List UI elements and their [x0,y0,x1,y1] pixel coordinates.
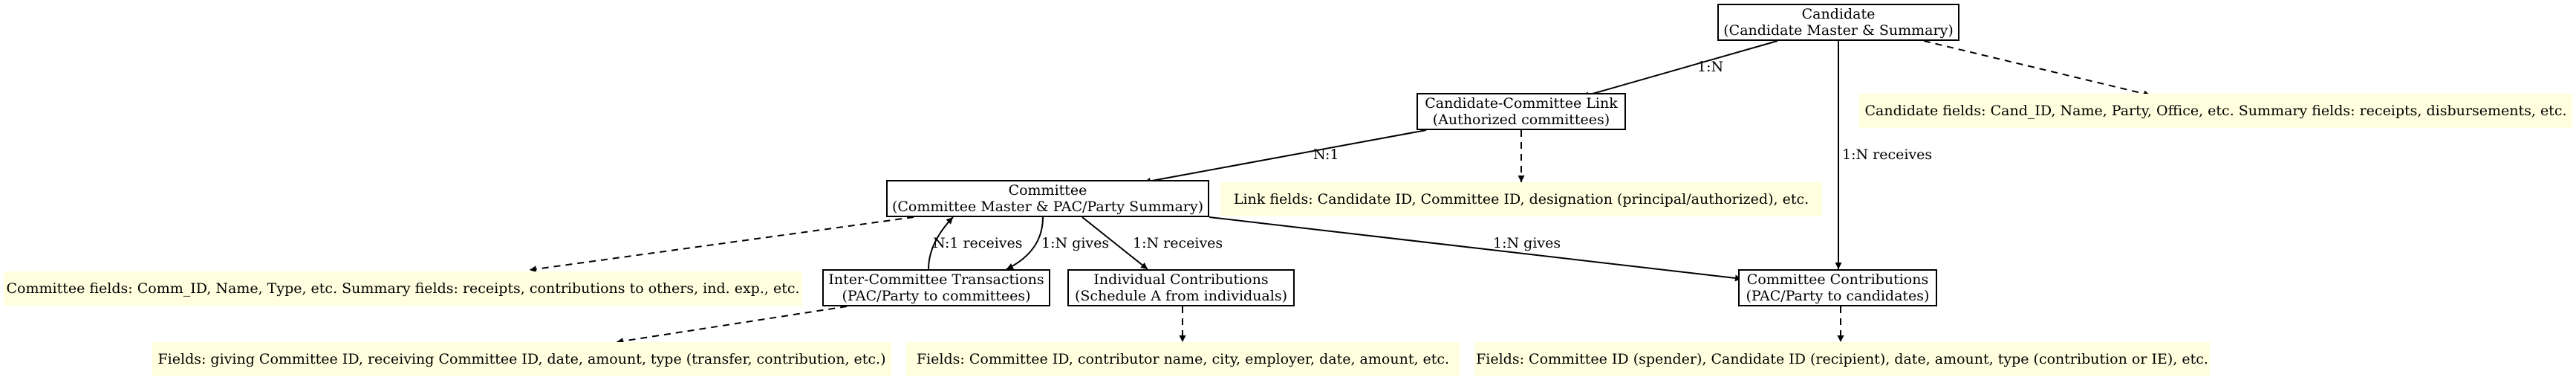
edge-label-link-committee: N:1 [1313,147,1339,163]
node-subtitle: (Schedule A from individuals) [1074,288,1287,304]
edge-label-cand-contrib: 1:N receives [1842,147,1933,163]
node-subtitle: (Candidate Master & Summary) [1723,22,1954,39]
node-subtitle: (Authorized committees) [1432,112,1610,128]
node-individual-contributions: Individual Contributions (Schedule A fro… [1067,269,1295,306]
node-subtitle: (Committee Master & PAC/Party Summary) [891,199,1204,215]
edge-label-comm-contrib: 1:N gives [1493,235,1561,251]
note-contrib-fields: Fields: Committee ID (spender), Candidat… [1474,342,2210,376]
edge-label-inter-comm: N:1 receives [933,235,1023,251]
edge-candidate-link [1581,40,1778,98]
edge-label-comm-individual: 1:N receives [1133,235,1223,251]
edge-committee-note [529,216,914,273]
node-title: Inter-Committee Transactions [828,271,1044,288]
node-inter-committee-transactions: Inter-Committee Transactions (PAC/Party … [822,269,1050,306]
node-candidate-committee-link: Candidate-Committee Link (Authorized com… [1417,93,1626,130]
note-committee-fields: Committee fields: Comm_ID, Name, Type, e… [4,271,802,306]
edge-candidate-note [1923,40,2151,97]
node-title: Candidate-Committee Link [1425,95,1618,112]
note-link-fields: Link fields: Candidate ID, Committee ID,… [1220,182,1822,216]
edge-label-cand-link: 1:N [1697,59,1724,75]
edge-label-comm-inter: 1:N gives [1041,235,1110,251]
node-subtitle: (PAC/Party to candidates) [1746,288,1930,304]
node-subtitle: (PAC/Party to committees) [842,288,1031,304]
edge-inter-committee [928,216,954,270]
node-title: Individual Contributions [1093,271,1269,288]
node-title: Candidate [1801,6,1876,22]
edge-inter-note [616,306,848,345]
node-candidate: Candidate (Candidate Master & Summary) [1717,4,1959,41]
node-title: Committee Contributions [1746,271,1929,288]
edge-link-committee [1143,129,1427,184]
note-individual-fields: Fields: Committee ID, contributor name, … [906,342,1460,376]
node-committee-contributions: Committee Contributions (PAC/Party to ca… [1738,269,1937,306]
note-candidate-fields: Candidate fields: Cand_ID, Name, Party, … [1859,94,2572,128]
edge-committee-individual [1082,216,1148,270]
note-inter-fields: Fields: giving Committee ID, receiving C… [152,342,891,376]
edge-committee-contrib [1209,216,1743,282]
node-title: Committee [1008,182,1087,199]
edge-committee-inter [1006,216,1044,270]
node-committee: Committee (Committee Master & PAC/Party … [886,180,1209,217]
